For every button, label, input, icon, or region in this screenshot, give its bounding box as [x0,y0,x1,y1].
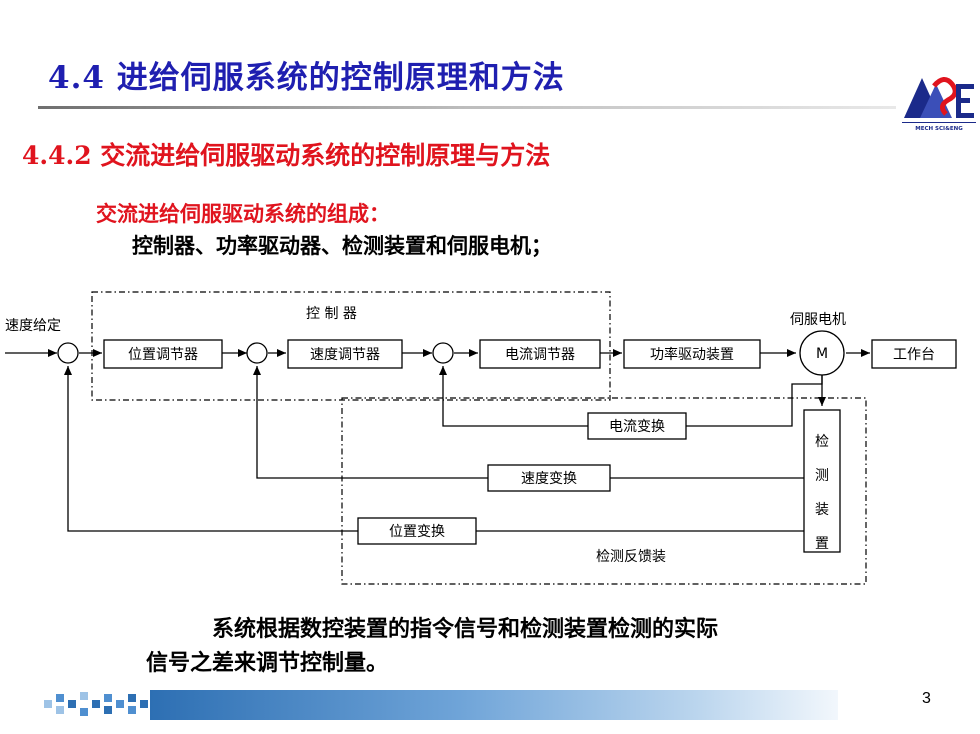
current-regulator-label: 电流调节器 [505,347,575,363]
current-regulator-block [479,339,601,369]
detection-char-4: 置 [815,536,829,552]
controller-group-label: 控 制 器 [306,306,357,322]
position-feedback-line-b [64,366,358,532]
controller-group-outline [91,291,611,401]
section-subtitle: 4.4.2 交流进给伺服驱动系统的控制原理与方法 [22,141,551,170]
position-regulator-block [103,339,223,369]
detection-char-2: 测 [815,468,829,484]
composition-items: 控制器、功率驱动器、检测装置和伺服电机； [132,234,552,258]
footer-decoration-icon [44,692,148,716]
composition-heading: 交流进给伺服驱动系统的组成： [96,202,390,226]
mse-logo-icon: MECH SCI&ENG [902,77,976,132]
detection-char-1: 检 [815,434,829,450]
summing-junction-2 [246,342,268,364]
diagram-background [0,268,958,596]
caption: 系统根据数控装置的指令信号和检测装置检测的实际 信号之差来调节控制量。 [146,613,866,681]
logo-text: MECH SCI&ENG [915,126,963,132]
current-transform-label: 电流变换 [609,418,665,435]
caption-line-2: 信号之差来调节控制量。 [146,651,389,676]
position-regulator-label: 位置调节器 [128,347,198,363]
speed-regulator-label: 速度调节器 [310,347,380,363]
detection-device-block [803,409,841,553]
caption-line-1: 系统根据数控装置的指令信号和检测装置检测的实际 [212,617,719,642]
input-label: 速度给定 [5,318,61,334]
speed-transform-label: 速度变换 [521,470,577,487]
speed-regulator-block [287,339,403,369]
speed-transform-block [487,464,611,492]
current-feedback-line-b [439,366,588,427]
speed-feedback-line-b [253,366,488,479]
detection-char-3: 装 [815,502,829,518]
servo-motor-label: 伺服电机 [790,312,846,328]
footer-bar [150,690,838,720]
current-transform-block [587,412,687,440]
power-drive-label: 功率驱动装置 [650,346,734,363]
title-underline [38,106,896,109]
slide-title: 4.4 进给伺服系统的控制原理和方法 [48,60,565,96]
worktable-block [871,339,957,369]
current-feedback-line-a [686,375,823,427]
summing-junction-3 [432,342,454,364]
power-drive-block [623,339,761,369]
page-number: 3 [922,690,931,707]
feedback-group-outline [341,397,867,585]
worktable-label: 工作台 [893,347,935,363]
feedback-group-label: 检测反馈装 [596,549,666,565]
servo-block-diagram: 速度给定 控 制 器 伺服电机 检测反馈装 位置调节器 速度调节器 电流调节器 … [5,291,957,585]
summing-junction-1 [57,342,79,364]
position-transform-block [357,517,477,545]
motor-symbol: M [816,346,828,362]
position-transform-label: 位置变换 [389,523,445,540]
